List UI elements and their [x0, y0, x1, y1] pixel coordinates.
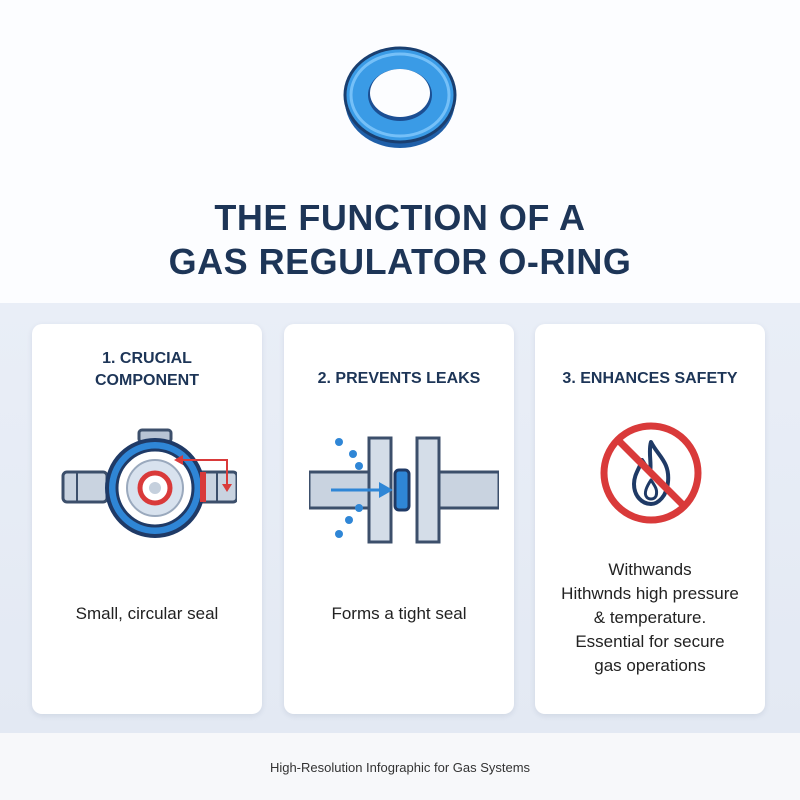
card-title-line-1: 3. ENHANCES SAFETY: [562, 370, 738, 387]
footer-text: High-Resolution Infographic for Gas Syst…: [269, 760, 531, 775]
card-text-line-4: Essential for secure: [575, 632, 725, 651]
hero-section: THE FUNCTION OF A GAS REGULATOR O-RING: [0, 0, 800, 303]
no-fire-icon: [600, 422, 702, 524]
card-title-line-1: 2. PREVENTS LEAKS: [317, 370, 481, 387]
card-crucial-component: 1. CRUCIAL COMPONENT Small, circular sea…: [32, 324, 262, 714]
card-text: Forms a tight seal: [284, 602, 514, 626]
card-text-line-3: & temperature.: [593, 608, 707, 627]
card-enhances-safety: 3. ENHANCES SAFETY Withwands Hithwnds hi…: [535, 324, 765, 714]
title-line-2: GAS REGULATOR O-RING: [168, 241, 632, 282]
card-title: 1. CRUCIAL COMPONENT: [32, 348, 262, 392]
card-title-line-1: 1. CRUCIAL: [102, 350, 192, 367]
gas-regulator-icon: [61, 428, 237, 538]
card-text-line: Forms a tight seal: [331, 604, 467, 623]
footer: High-Resolution Infographic for Gas Syst…: [0, 733, 800, 800]
pipe-seal-icon: [309, 436, 499, 544]
card-text-line-1: Withwands: [608, 560, 692, 579]
o-ring-icon: [343, 46, 457, 148]
card-text-line-2: Hithwnds high pressure: [561, 584, 739, 603]
card-title: 2. PREVENTS LEAKS: [284, 368, 514, 390]
card-title: 3. ENHANCES SAFETY: [535, 368, 765, 390]
card-text-line-5: gas operations: [594, 656, 706, 675]
card-prevents-leaks: 2. PREVENTS LEAKS Forms a tight seal: [284, 324, 514, 714]
card-text: Withwands Hithwnds high pressure & tempe…: [535, 558, 765, 678]
card-text-line: Small, circular seal: [75, 604, 219, 623]
page-title: THE FUNCTION OF A GAS REGULATOR O-RING: [0, 196, 800, 284]
card-text: Small, circular seal: [32, 602, 262, 626]
title-line-1: THE FUNCTION OF A: [214, 197, 586, 238]
card-title-line-2: COMPONENT: [95, 372, 199, 389]
